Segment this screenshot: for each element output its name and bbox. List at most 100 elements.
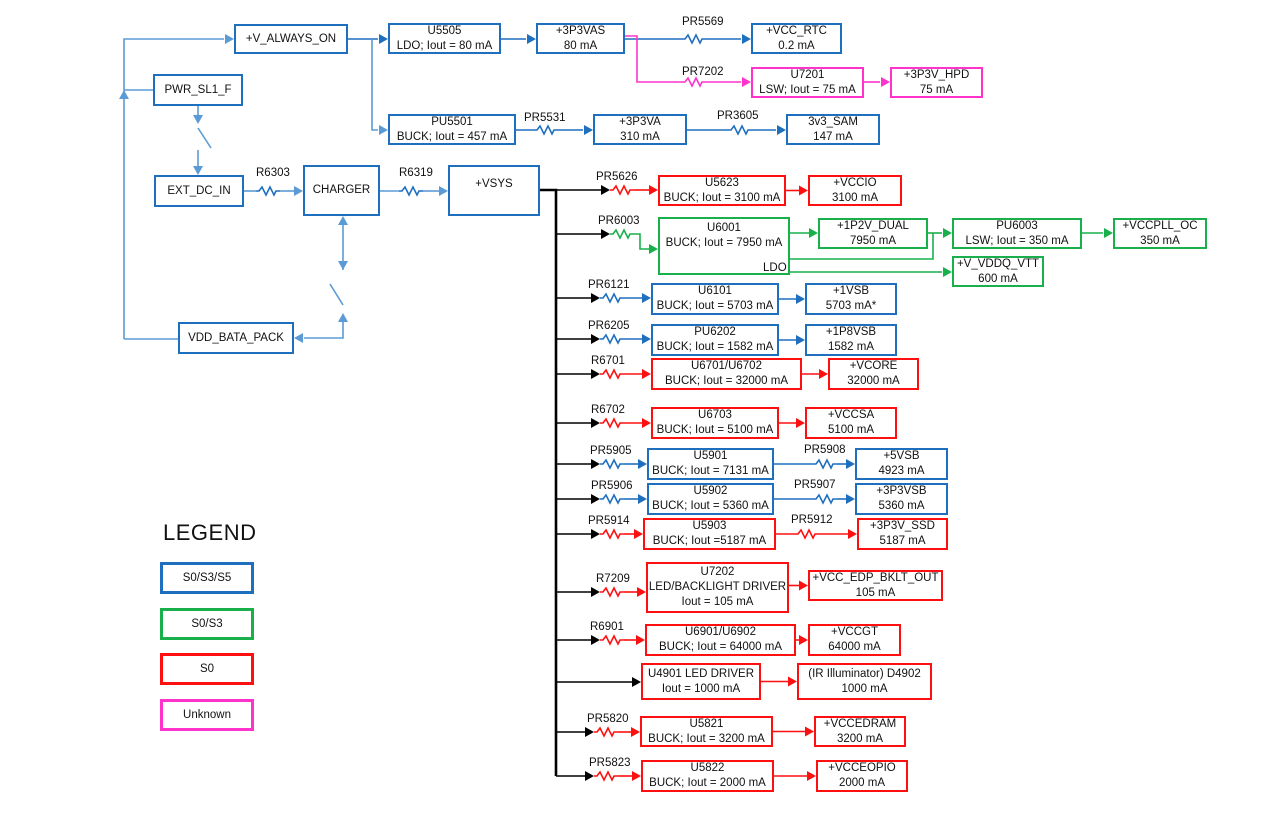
arrowhead-icon [846,494,855,504]
rail-box-4: +VCORE 32000 mA [828,358,919,390]
regulator-box-12-line-2: BUCK; Iout = 3200 mA [648,732,765,745]
regulator-box-2-line-1: U6101 [698,285,732,297]
regulator-box-7-line-1: U5902 [693,485,728,497]
rail-box-2-line-2: 5703 mA* [825,300,877,312]
rail-box-6-line-2: 4923 mA [878,465,925,477]
arrowhead-icon [742,34,751,44]
regulator-box-4-line-1: U6701/U6702 [691,360,762,372]
arrowhead-icon [799,185,808,196]
resistor2-label-8: PR5912 [791,514,833,526]
ext-dc-in-label: EXT_DC_IN [167,184,231,197]
vdd-bata-pack-box: VDD_BATA_PACK [178,322,294,354]
arrowhead-icon [591,587,600,597]
arrowhead-icon [585,771,594,781]
arrowhead-icon [601,229,610,239]
v-always-on-label: +V_ALWAYS_ON [245,32,337,45]
rail-box-4-line-1: +VCORE [849,360,898,372]
p3v3vas-box: +3P3VAS 80 mA [536,23,625,54]
resistor-label-2: PR6121 [588,279,630,291]
arrowhead-icon [584,125,593,135]
resistor-label-0: PR5626 [596,171,638,183]
arrowhead-icon [799,635,808,645]
pwr-sl1-f-label: PWR_SL1_F [164,83,232,96]
u7201-box: U7201 LSW; Iout = 75 mA [751,67,864,98]
arrowhead-icon [591,293,600,303]
regulator-box-6-line-2: BUCK; Iout = 7131 mA [652,465,769,477]
arrowhead-icon [193,166,203,175]
u5505-name: U5505 [427,24,462,37]
charger-box: CHARGER [303,165,380,216]
rail-box-4-line-2: 32000 mA [847,375,900,387]
arrowhead-icon [634,529,643,539]
rail-box-9: +VCC_EDP_BKLT_OUT 105 mA [808,570,943,601]
rail-box-11-line-1: (IR Illuminator) D4902 [808,667,921,680]
resistor-icon [682,33,706,45]
arrowhead-icon [601,185,610,195]
u7201-desc: LSW; Iout = 75 mA [759,83,856,96]
arrowhead-icon [649,185,658,195]
arrowhead-icon [799,580,808,591]
rail-box-5-line-2: 5100 mA [827,424,875,436]
switch-icon [329,283,344,306]
regulator-box-9-line-2: LED/BACKLIGHT DRIVER [648,581,787,593]
regulator-box-9-line-1: U7202 [700,566,735,578]
resistor-icon [600,333,624,345]
arrowhead-icon [632,771,641,781]
rail-box-9-line-2: 105 mA [855,586,896,599]
resistor-icon [399,185,423,197]
resistor-label-4: R6701 [591,355,625,367]
regulator-box-5-line-2: BUCK; Iout = 5100 mA [656,424,774,436]
v-always-on-box: +V_ALWAYS_ON [234,24,348,54]
arrowhead-icon [848,529,857,539]
u7201-name: U7201 [790,68,825,81]
arrowhead-icon [119,90,129,99]
rail-box-8-line-1: +3P3V_SSD [870,520,935,532]
arrowhead-icon [636,635,645,645]
resistor-icon [600,458,624,470]
regulator-box-4-line-2: BUCK; Iout = 32000 mA [664,375,789,387]
p3v3v-hpd-desc: 75 mA [919,83,954,96]
arrowhead-icon [591,369,600,379]
pwr-sl1-f-box: PWR_SL1_F [153,74,243,106]
regulator-box-0-line-1: U5623 [705,176,739,189]
arrowhead-icon [788,676,797,687]
legend-item-s0-s3-s5: S0/S3/S5 [160,562,254,594]
arrowhead-icon [1104,228,1113,238]
resistor-label-8: PR5914 [588,515,630,527]
sam-box: 3v3_SAM 147 mA [786,114,880,145]
arrowhead-icon [819,369,828,379]
resistor-icon [600,292,624,304]
pu5501-box: PU5501 BUCK; Iout = 457 mA [388,114,516,145]
arrowhead-icon [777,125,786,135]
regulator-box-5-line-1: U6703 [698,409,732,421]
pr5531-label: PR5531 [524,112,566,124]
resistor-icon [600,368,624,380]
arrowhead-icon [225,34,234,44]
p3v3va-desc: 310 mA [620,130,660,143]
rail-box-12-line-2: 3200 mA [836,732,884,745]
pu5501-desc: BUCK; Iout = 457 mA [396,130,508,143]
resistor-icon [256,185,280,197]
resistor-icon [682,76,706,88]
rail-box-7-line-2: 5360 mA [878,500,925,512]
regulator-box-6-line-1: U5901 [693,450,728,462]
legend-item-unknown: Unknown [160,699,254,731]
u5505-box: U5505 LDO; Iout = 80 mA [388,23,501,54]
rail-box-9-line-1: +VCC_EDP_BKLT_OUT [812,571,939,584]
regulator-box-10-line-2: BUCK; Iout = 64000 mA [658,641,783,653]
regulator-box-9-line-3: Iout = 105 mA [681,596,754,608]
legend-item-s0-s3: S0/S3 [160,608,254,640]
vsys-box: +VSYS [448,165,540,216]
